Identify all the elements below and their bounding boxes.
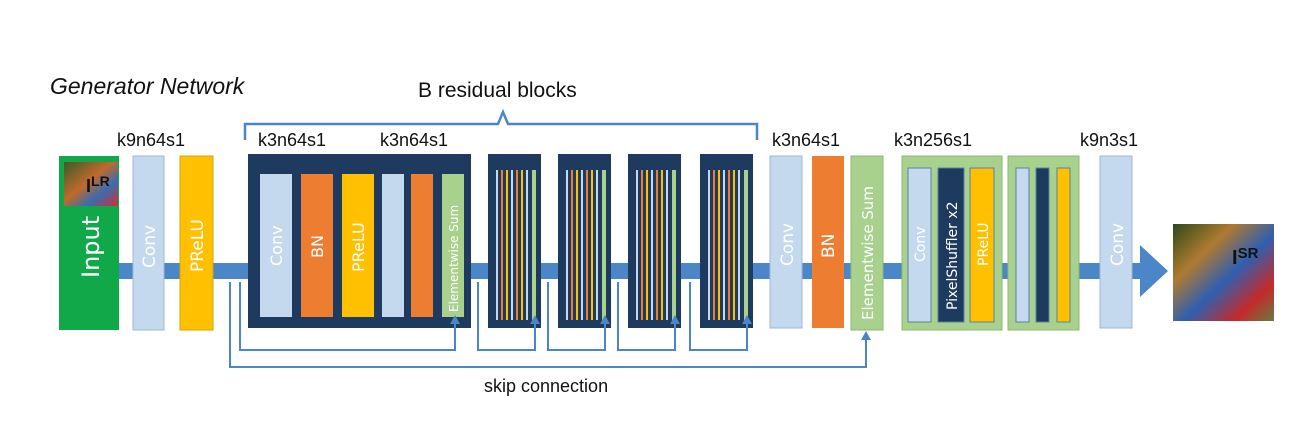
upsample-conv-label: Conv [913,227,929,263]
upsample-conv-block-2 [1015,167,1030,323]
input-label: Input [77,216,105,278]
res-conv-block-1 [260,174,292,317]
output-sr-image [1173,224,1274,321]
res-conv-label-1: Conv [267,225,286,266]
output-sr-image-label: ISR [1232,245,1259,269]
final-conv-label: Conv [1108,223,1128,266]
res-bn-block-1 [301,174,333,317]
main-arrow-head [1140,245,1168,297]
res-sum-label-1: Elementwise Sum [447,205,461,312]
diagram-title: Generator Network [50,73,246,99]
input-lr-image [64,162,118,206]
residual-block-4 [628,154,681,328]
skip-connection-label: skip connection [484,376,608,396]
first-prelu-block [179,155,214,331]
brace-label: B residual blocks [418,79,577,102]
residual-brace [243,108,759,140]
res-sum-block-1 [442,174,464,317]
residual-block-5 [700,154,753,328]
res-conv-block-2 [382,174,404,317]
pixelshuffler-label: PixelShuffler x2 [945,201,961,310]
first-conv-param: k9n64s1 [117,130,185,150]
post-conv-block [769,155,803,329]
long-skip-connection [229,282,867,368]
res-bn-label-1: BN [308,235,327,258]
upsample-prelu-label: PReLU [976,222,992,266]
post-bn-block [812,156,844,328]
residual-skip-arrows [239,282,748,351]
pixelshuffler-block-2 [1035,167,1050,323]
residual-skip-arrowheads [450,315,752,324]
input-lr-image-label: ILR [86,173,110,196]
upsample-prelu-block-2 [1056,167,1071,323]
post-conv-label: Conv [778,223,798,266]
post-sum-label: Elementwise Sum [859,186,877,320]
res-bn-block-2 [411,174,433,317]
long-skip-arrowhead [861,331,871,340]
final-conv-block [1099,155,1133,329]
post-sum-block [850,155,884,331]
final-conv-param: k9n3s1 [1080,130,1138,150]
first-conv-block [132,155,165,331]
upsample-prelu-block [969,167,995,323]
residual-block-3 [558,154,611,328]
pixelshuffler-block [937,167,965,323]
res-conv2-param: k3n64s1 [380,130,448,150]
res-prelu-block-1 [342,174,374,317]
residual-block-2 [488,154,541,328]
post-bn-label: BN [819,234,839,258]
first-prelu-label: PReLU [188,219,208,272]
upsample-conv-block [907,167,932,323]
post-conv-param: k3n64s1 [772,130,840,150]
first-conv-label: Conv [140,225,160,268]
upsample-conv-param: k3n256s1 [894,130,972,150]
res-prelu-label-1: PReLU [349,222,368,272]
res-conv1-param: k3n64s1 [258,130,326,150]
